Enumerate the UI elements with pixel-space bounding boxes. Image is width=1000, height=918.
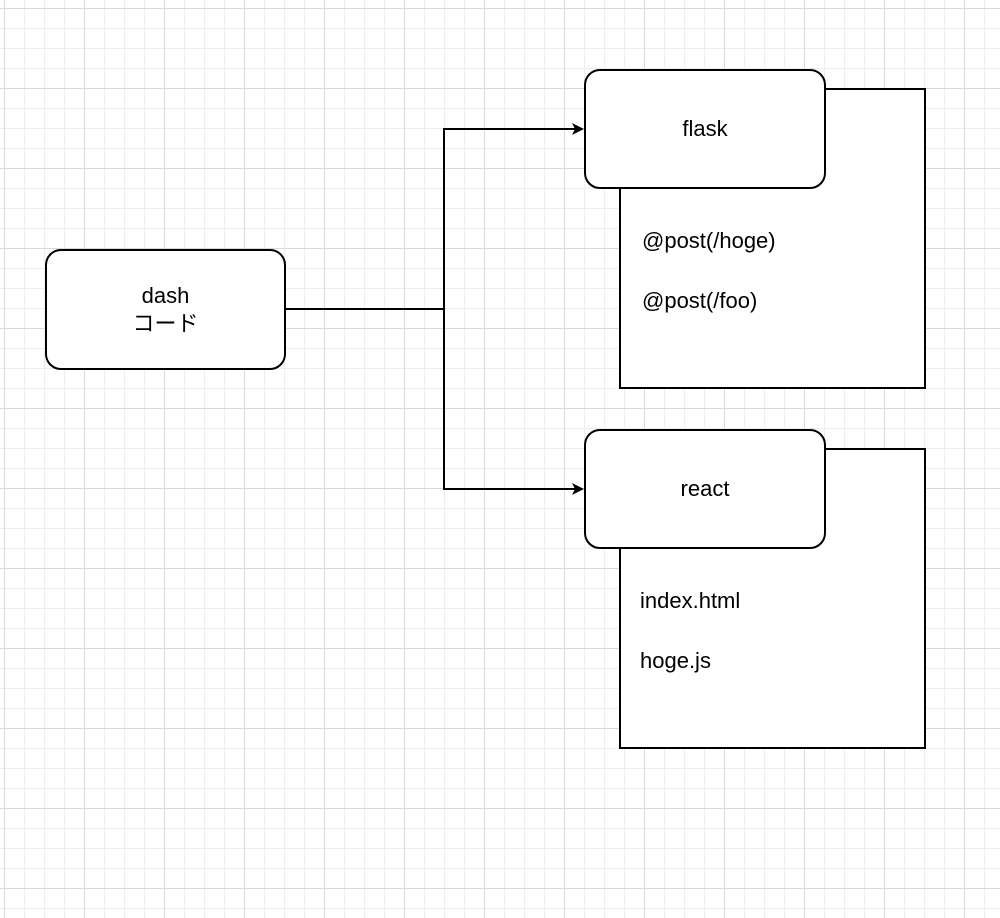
react-file-hoge: hoge.js xyxy=(640,648,711,673)
flask-node-label: flask xyxy=(682,116,728,141)
dash-node-line1: dash xyxy=(141,282,190,308)
flask-route-foo: @post(/foo) xyxy=(642,288,758,313)
react-node-label: react xyxy=(680,476,730,501)
flask-node[interactable]: flask xyxy=(584,69,826,189)
react-node[interactable]: react xyxy=(584,429,826,549)
react-file-index: index.html xyxy=(640,588,741,613)
flask-route-hoge: @post(/hoge) xyxy=(642,228,776,253)
dash-node-label: dash コード xyxy=(132,282,198,338)
edge-dash-to-flask[interactable] xyxy=(285,123,584,310)
dash-node[interactable]: dash コード xyxy=(45,249,286,370)
edge-dash-to-react[interactable] xyxy=(443,309,584,495)
dash-node-line2: コード xyxy=(132,310,199,336)
